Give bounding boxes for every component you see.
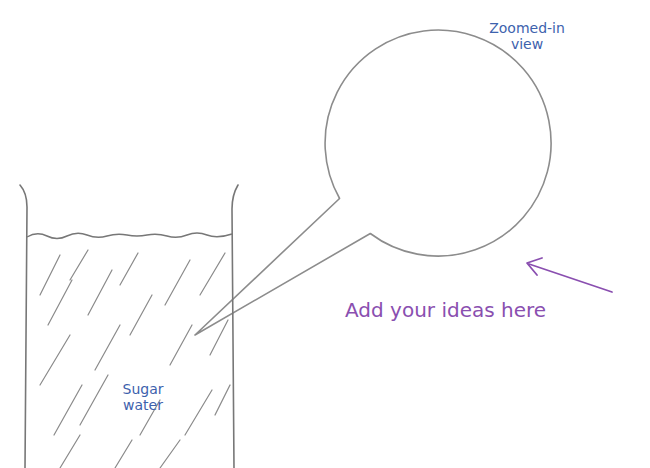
leader-arrow [529, 264, 612, 292]
leader-arrowhead [527, 258, 542, 275]
zoom-circle: Zoomed-in view [323, 28, 553, 258]
beaker-outline [20, 185, 238, 468]
beaker: Sugar water [20, 185, 238, 468]
circle-heading: Zoomed-in view [481, 20, 573, 52]
callout-tail [195, 198, 370, 335]
beaker-label: Sugar water [113, 381, 173, 413]
instruction-note: Add your ideas here [345, 299, 645, 322]
zoom-circle-outline [323, 28, 553, 258]
